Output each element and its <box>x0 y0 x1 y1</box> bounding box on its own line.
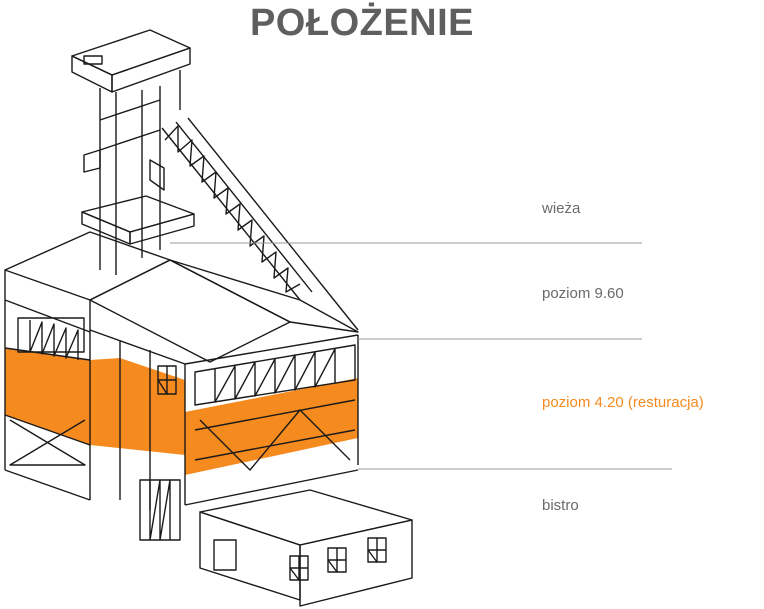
page-title: POŁOŻENIE <box>249 2 475 44</box>
level-label-wieza[interactable]: wieża <box>542 200 581 217</box>
building-outline <box>4 29 413 607</box>
highlight-band-poziom-420 <box>5 348 358 475</box>
level-label-bistro[interactable]: bistro <box>542 497 579 514</box>
level-label-poziom-420[interactable]: poziom 4.20 (resturacja) <box>542 394 704 411</box>
leader-lines <box>170 242 672 470</box>
level-label-poziom-960[interactable]: poziom 9.60 <box>542 285 624 302</box>
